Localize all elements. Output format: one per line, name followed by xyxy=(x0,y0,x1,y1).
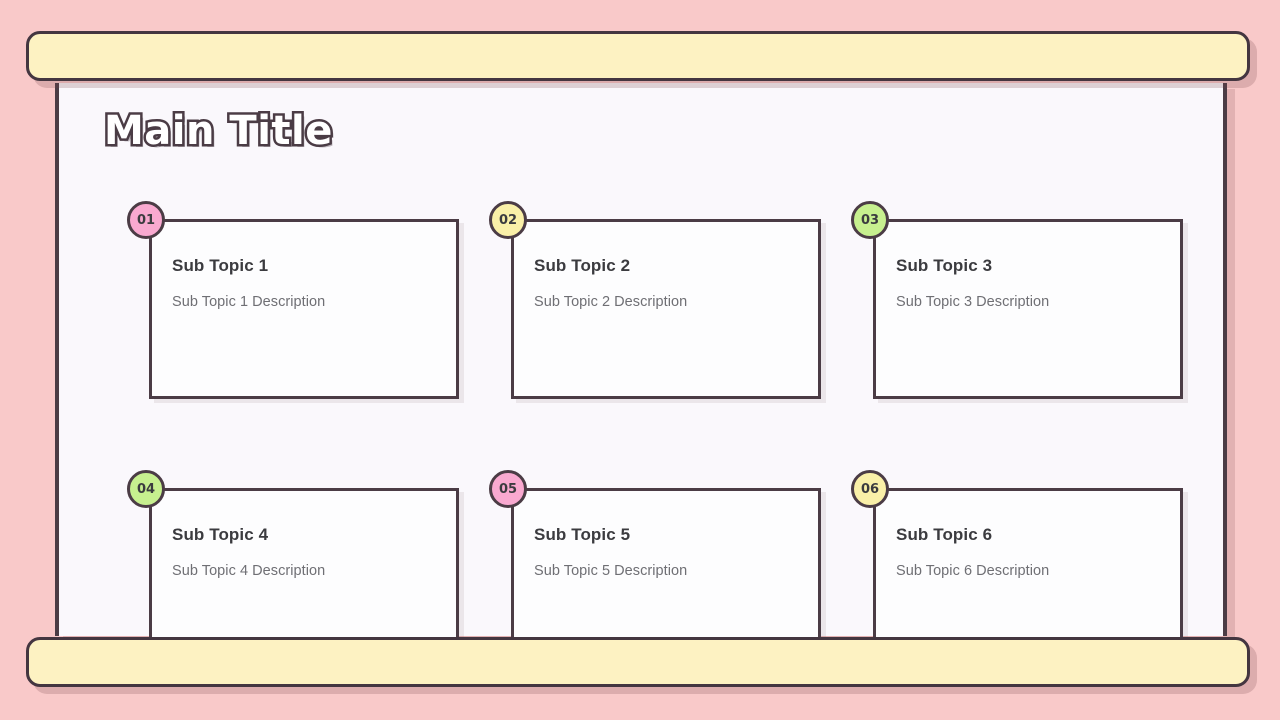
number-badge-02[interactable]: 02 xyxy=(489,201,527,239)
card-description: Sub Topic 1 Description xyxy=(172,294,326,310)
number-badge-03[interactable]: 03 xyxy=(851,201,889,239)
badge-number: 02 xyxy=(498,212,518,228)
card-title: Sub Topic 6 xyxy=(896,525,993,544)
card-description: Sub Topic 2 Description xyxy=(534,294,688,310)
number-badge-06[interactable]: 06 xyxy=(851,470,889,508)
page-title: Main Title xyxy=(102,106,335,157)
sub-topic-card[interactable]: Sub Topic 3 Sub Topic 3 Description xyxy=(873,219,1183,399)
sub-topic-card[interactable]: Sub Topic 1 Sub Topic 1 Description xyxy=(149,219,459,399)
sub-topic-cell: Sub Topic 3 Sub Topic 3 Description 03 xyxy=(851,201,1183,426)
card-description: Sub Topic 5 Description xyxy=(534,563,688,579)
number-badge-05[interactable]: 05 xyxy=(489,470,527,508)
card-title: Sub Topic 5 xyxy=(534,525,631,544)
badge-number: 05 xyxy=(498,481,518,497)
card-title: Sub Topic 4 xyxy=(172,525,269,544)
number-badge-01[interactable]: 01 xyxy=(127,201,165,239)
number-badge-04[interactable]: 04 xyxy=(127,470,165,508)
badge-number: 04 xyxy=(136,481,156,497)
card-title: Sub Topic 2 xyxy=(534,256,631,275)
sub-topic-cell: Sub Topic 1 Sub Topic 1 Description 01 xyxy=(127,201,459,426)
top-banner[interactable] xyxy=(26,31,1250,81)
bottom-banner[interactable] xyxy=(26,637,1250,687)
main-panel: Main Title Sub Topic 1 Sub Topic 1 Descr… xyxy=(55,83,1227,668)
badge-number: 03 xyxy=(860,212,880,228)
badge-number: 01 xyxy=(136,212,156,228)
card-title: Sub Topic 3 xyxy=(896,256,993,275)
sub-topic-card[interactable]: Sub Topic 2 Sub Topic 2 Description xyxy=(511,219,821,399)
badge-number: 06 xyxy=(860,481,880,497)
card-description: Sub Topic 3 Description xyxy=(896,294,1050,310)
card-description: Sub Topic 6 Description xyxy=(896,563,1050,579)
card-description: Sub Topic 4 Description xyxy=(172,563,326,579)
sub-topic-cell: Sub Topic 2 Sub Topic 2 Description 02 xyxy=(489,201,821,426)
card-title: Sub Topic 1 xyxy=(172,256,269,275)
sub-topic-grid: Sub Topic 1 Sub Topic 1 Description 01 S… xyxy=(127,201,1183,695)
